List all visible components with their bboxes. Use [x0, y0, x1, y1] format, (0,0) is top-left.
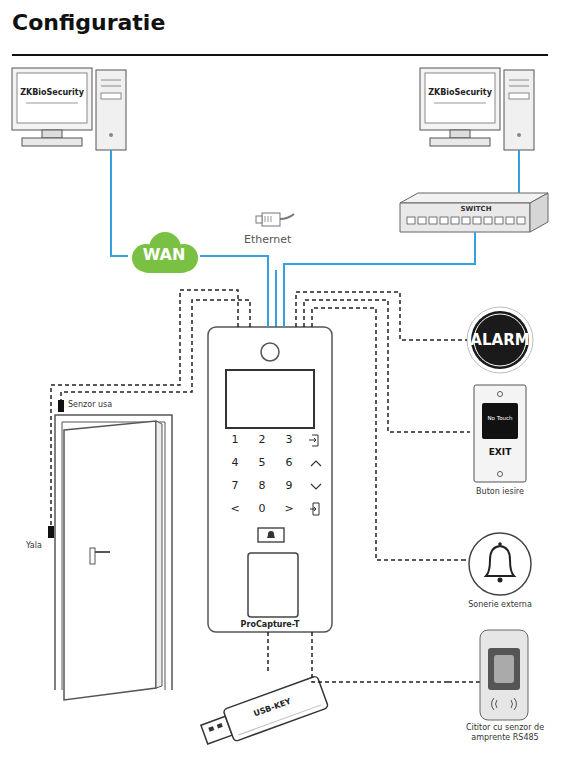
wan-cloud: WAN — [128, 232, 200, 276]
exit-button-body — [474, 385, 526, 482]
alarm-siren: ALARM — [467, 307, 533, 373]
network-cable — [200, 256, 268, 327]
signal-wire — [268, 632, 269, 672]
key-label: > — [282, 502, 296, 515]
node-text: ZKBioSecurity — [14, 88, 90, 98]
network-cable — [111, 150, 128, 256]
key-label: 8 — [255, 479, 269, 492]
usb-key: USB-KEY — [200, 672, 345, 748]
signal-wire — [312, 308, 462, 560]
node-text: Sonerie externa — [462, 600, 538, 610]
access-terminal-body — [208, 327, 332, 632]
door — [48, 400, 172, 700]
connector-line — [267, 632, 269, 672]
key-label: 2 — [255, 433, 269, 446]
node-text: SWITCH — [446, 205, 506, 214]
ethernet-plug — [256, 213, 294, 226]
key-label: 9 — [282, 479, 296, 492]
computer: ZKBioSecurity — [420, 68, 535, 150]
connector-line — [518, 150, 520, 193]
access-terminal: ProCapture-T — [208, 327, 332, 632]
connector-line — [200, 256, 268, 327]
exit-button: No TouchEXIT Buton iesire — [470, 385, 530, 500]
signal-wire — [304, 300, 470, 432]
fingerprint-reader: Cititor cu senzor de amprente RS485 — [448, 628, 562, 752]
key-label: 4 — [228, 456, 242, 469]
node-text: Cititor cu senzor de amprente RS485 — [448, 723, 562, 743]
key-label: 7 — [228, 479, 242, 492]
node-text: USB-KEY — [203, 679, 343, 738]
node-text: No Touch — [482, 415, 518, 422]
signal-wire — [296, 292, 467, 340]
node-text: ProCapture-T — [208, 620, 332, 630]
title-rule — [12, 54, 548, 56]
node-text: Buton iesire — [470, 487, 530, 497]
alarm-siren-body — [467, 307, 533, 373]
computer-right — [420, 68, 534, 150]
switch-body — [400, 193, 548, 232]
node-text: EXIT — [470, 447, 530, 458]
network-cable — [519, 150, 520, 193]
computer: ZKBioSecurity — [12, 68, 127, 150]
door-bell: Sonerie externa — [462, 532, 538, 612]
connector-line — [111, 150, 128, 256]
node-text: ZKBioSecurity — [422, 88, 498, 98]
key-label: 3 — [282, 433, 296, 446]
door-wires — [51, 290, 250, 526]
key-label: 1 — [228, 433, 242, 446]
key-label: 5 — [255, 456, 269, 469]
network-switch: SWITCH — [400, 193, 548, 232]
signal-wire — [312, 632, 448, 682]
node-text: ALARM — [467, 331, 533, 350]
key-label: < — [228, 502, 242, 515]
door-bell-body — [462, 533, 531, 595]
connector-line — [304, 300, 470, 432]
part-label: Senzor usa — [68, 400, 112, 410]
node-text: WAN — [128, 245, 200, 265]
ethernet-wire — [275, 270, 277, 327]
connector-label: Ethernet — [244, 233, 291, 246]
computer-left — [12, 68, 126, 150]
part-label: Yala — [26, 541, 42, 551]
connector-line — [312, 632, 448, 682]
key-label: 6 — [282, 456, 296, 469]
page-title: Configuratie — [12, 10, 165, 35]
fingerprint-reader-body — [448, 630, 528, 720]
connector-line — [296, 292, 467, 340]
connector-line — [312, 308, 462, 560]
key-label: 0 — [255, 502, 269, 515]
